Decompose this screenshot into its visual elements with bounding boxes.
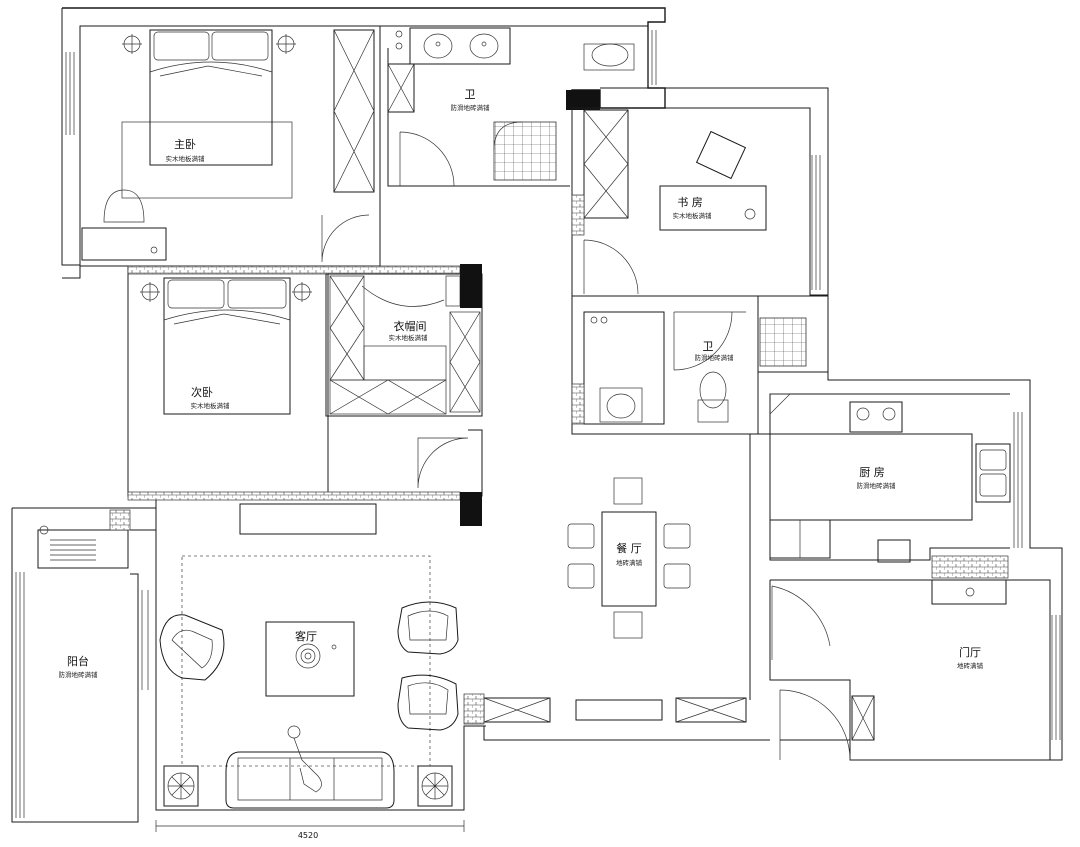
second-bedroom: 次卧 实木地板满铺 <box>127 265 461 497</box>
second-bedroom-name: 次卧 <box>191 385 213 399</box>
master-bedroom-name: 主卧 <box>174 138 196 151</box>
stove-icon <box>856 407 896 421</box>
guest-bath-note: 防滑地砖满铺 <box>695 353 735 362</box>
door-swing <box>417 437 469 489</box>
foyer-note: 地砖满铺 <box>957 661 984 670</box>
master-bedroom-note: 实木地板满铺 <box>166 154 206 163</box>
foyer-name: 门厅 <box>959 645 981 659</box>
armchair-icon <box>397 674 459 731</box>
main-bath-note: 防滑地砖满铺 <box>451 103 491 112</box>
cloakroom-note: 实木地板满铺 <box>389 333 429 342</box>
balcony: 阳台 防滑地砖满铺 <box>11 507 157 823</box>
master-bedroom: 主卧 实木地板满铺 <box>79 25 381 267</box>
bed-icon <box>149 29 273 166</box>
bedside-lamp-icon <box>292 282 312 302</box>
dining-name: 餐 厅 <box>616 541 642 555</box>
toilet-icon <box>697 371 729 423</box>
study-name: 书 房 <box>677 196 703 209</box>
balcony-name: 阳台 <box>67 654 89 668</box>
column <box>460 264 482 308</box>
sofa-icon <box>225 751 395 809</box>
balcony-note: 防滑地砖满铺 <box>59 670 99 679</box>
foyer: 门厅 地砖满铺 <box>769 579 1051 761</box>
study-note: 实木地板满铺 <box>673 211 713 220</box>
sink-icon <box>979 449 1007 497</box>
kitchen: 厨 房 防滑地砖满铺 <box>769 393 1011 579</box>
bedside-lamp-icon <box>122 34 142 54</box>
sink-icon <box>423 33 453 59</box>
cloakroom: 衣帽间 实木地板满铺 <box>325 273 483 417</box>
rug-medallion-icon <box>295 643 321 669</box>
toilet-icon <box>583 43 635 71</box>
sink-icon <box>469 33 499 59</box>
dining: 餐 厅 地砖满铺 <box>463 393 1010 741</box>
main-bathroom: 卫 防滑地砖满铺 <box>379 25 648 190</box>
armchair-icon <box>397 601 459 655</box>
column <box>566 90 600 110</box>
kitchen-name: 厨 房 <box>859 466 885 479</box>
guest-bath-name: 卫 <box>703 340 714 353</box>
living-room: 客厅 4520 <box>127 491 486 840</box>
study: 书 房 实木地板满铺 <box>571 107 811 297</box>
living-name: 客厅 <box>295 629 317 643</box>
floor-lamp-icon <box>163 765 199 807</box>
second-bedroom-note: 实木地板满铺 <box>191 401 231 410</box>
bed-icon <box>163 277 291 415</box>
kitchen-note: 防滑地砖满铺 <box>857 481 897 490</box>
bedside-lamp-icon <box>140 282 160 302</box>
armchair-icon <box>159 614 225 681</box>
dimension-line <box>155 820 465 832</box>
main-bath-name: 卫 <box>465 88 476 101</box>
sink-icon <box>599 387 643 423</box>
dining-note: 地砖满铺 <box>616 558 643 567</box>
floor-lamp-icon <box>417 765 453 807</box>
bedside-lamp-icon <box>276 34 296 54</box>
person-icon <box>287 725 322 793</box>
guest-bathroom: 卫 防滑地砖满铺 <box>571 295 829 435</box>
cloakroom-name: 衣帽间 <box>394 319 427 333</box>
living-width-dimension: 4520 <box>298 831 318 840</box>
